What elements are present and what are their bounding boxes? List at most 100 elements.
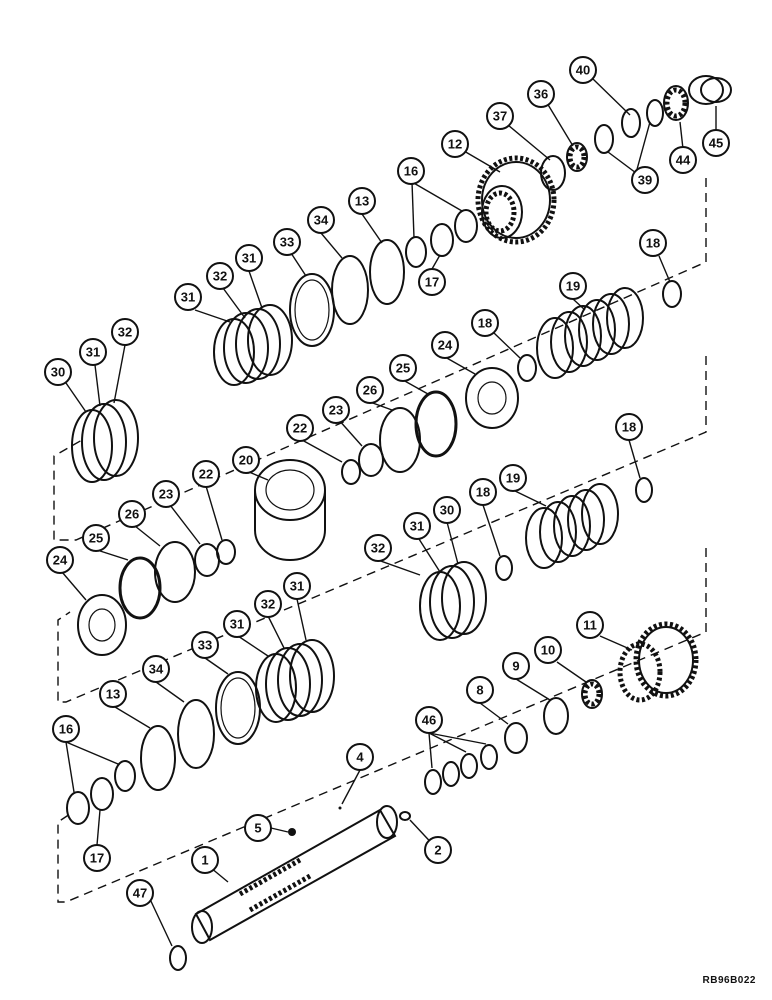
- callout-16a: 16: [397, 157, 425, 185]
- svg-text:10: 10: [541, 643, 555, 658]
- svg-text:31: 31: [410, 519, 424, 534]
- callout-20: 20: [232, 446, 260, 474]
- callout-40: 40: [569, 56, 597, 84]
- callout-16b: 16: [52, 715, 80, 743]
- callout-24b: 24: [46, 546, 74, 574]
- ring-16c: [114, 760, 136, 792]
- ring-18a: [662, 280, 682, 308]
- callout-10: 10: [534, 636, 562, 664]
- callout-8: 8: [466, 676, 494, 704]
- ball-5: [288, 828, 296, 836]
- svg-text:24: 24: [438, 338, 453, 353]
- callout-31f: 31: [223, 610, 251, 638]
- svg-text:23: 23: [159, 487, 173, 502]
- piston-24a: [465, 367, 519, 429]
- svg-text:24: 24: [53, 553, 68, 568]
- svg-text:22: 22: [199, 467, 213, 482]
- disc-pack-lower: [255, 639, 335, 723]
- svg-text:1: 1: [201, 853, 208, 868]
- spring-pack-19a: [536, 287, 644, 379]
- svg-text:30: 30: [51, 365, 65, 380]
- svg-text:33: 33: [198, 638, 212, 653]
- ring-22a: [341, 459, 361, 485]
- callout-36: 36: [527, 80, 555, 108]
- hub-20: [254, 459, 326, 561]
- shaft-1: [191, 805, 398, 944]
- svg-text:31: 31: [242, 251, 256, 266]
- callout-46: 46: [415, 706, 443, 734]
- svg-text:5: 5: [254, 821, 261, 836]
- svg-text:4: 4: [356, 750, 364, 765]
- callout-18c: 18: [615, 413, 643, 441]
- svg-text:44: 44: [676, 153, 691, 168]
- callout-1: 1: [191, 846, 219, 874]
- gear-11: [617, 621, 699, 703]
- callout-11: 11: [576, 611, 604, 639]
- callout-5: 5: [244, 814, 272, 842]
- ring-23a: [358, 443, 384, 477]
- callout-17b: 17: [83, 844, 111, 872]
- piston-24b: [77, 594, 127, 656]
- svg-text:20: 20: [239, 453, 253, 468]
- plate-33b: [215, 671, 261, 745]
- svg-text:2: 2: [434, 843, 441, 858]
- svg-text:19: 19: [506, 471, 520, 486]
- ring-13b: [140, 725, 176, 791]
- svg-text:25: 25: [396, 361, 410, 376]
- ring-16d: [66, 791, 90, 825]
- disc-pack-middle: [419, 561, 487, 641]
- svg-text:34: 34: [149, 662, 164, 677]
- svg-text:23: 23: [329, 403, 343, 418]
- gear-12: [475, 155, 557, 245]
- spring-pack-19b: [525, 483, 619, 569]
- ring-16a: [454, 209, 478, 243]
- svg-text:16: 16: [59, 722, 73, 737]
- svg-text:8: 8: [476, 683, 483, 698]
- callout-25b: 25: [82, 524, 110, 552]
- callout-19a: 19: [559, 272, 587, 300]
- svg-text:32: 32: [371, 541, 385, 556]
- callout-32b: 32: [111, 318, 139, 346]
- callout-17a: 17: [418, 268, 446, 296]
- callout-34a: 34: [307, 206, 335, 234]
- bearing-10: [581, 679, 603, 709]
- svg-text:33: 33: [280, 235, 294, 250]
- svg-text:39: 39: [638, 173, 652, 188]
- svg-text:12: 12: [448, 137, 462, 152]
- callout-18a: 18: [639, 229, 667, 257]
- callout-13a: 13: [348, 187, 376, 215]
- ring-13a: [369, 239, 405, 305]
- callout-30b: 30: [433, 496, 461, 524]
- svg-text:11: 11: [583, 618, 597, 633]
- callout-22b: 22: [192, 460, 220, 488]
- callout-12: 12: [441, 130, 469, 158]
- callout-37: 37: [486, 102, 514, 130]
- ring-17b: [90, 777, 114, 811]
- callout-26a: 26: [356, 376, 384, 404]
- ring-47: [169, 945, 187, 971]
- callout-44: 44: [669, 146, 697, 174]
- reference-code: RB96B022: [702, 975, 756, 986]
- svg-text:18: 18: [476, 485, 490, 500]
- callout-9: 9: [502, 652, 530, 680]
- o-ring-25b: [118, 556, 162, 620]
- callout-22a: 22: [286, 414, 314, 442]
- svg-text:22: 22: [293, 421, 307, 436]
- svg-text:32: 32: [118, 325, 132, 340]
- svg-text:30: 30: [440, 503, 454, 518]
- callout-18b: 18: [471, 309, 499, 337]
- callout-23b: 23: [152, 480, 180, 508]
- bearing-44: [663, 85, 689, 121]
- svg-text:18: 18: [478, 316, 492, 331]
- ring-18c: [635, 477, 653, 503]
- bearing-cup-45: [688, 75, 732, 105]
- callout-25a: 25: [389, 354, 417, 382]
- svg-text:31: 31: [290, 579, 304, 594]
- seal-26b: [154, 541, 196, 603]
- svg-text:34: 34: [314, 213, 329, 228]
- assembly-dashed-path: [53, 178, 707, 903]
- ring-40: [646, 99, 664, 127]
- svg-text:18: 18: [646, 236, 660, 251]
- callout-34b: 34: [142, 655, 170, 683]
- ring-39a: [621, 108, 641, 138]
